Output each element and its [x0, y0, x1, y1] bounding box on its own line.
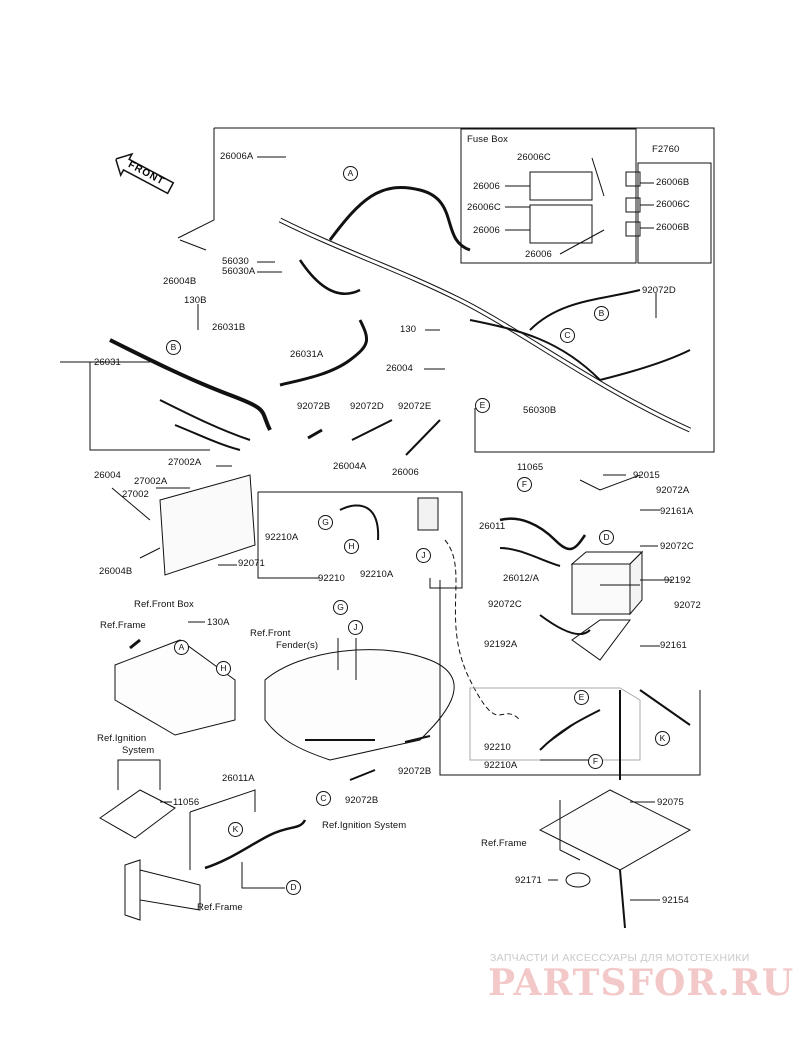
part-label[interactable]: 92210A — [265, 532, 299, 543]
ref-label: Ref.Ignition — [97, 733, 147, 744]
part-label[interactable]: 26004B — [163, 276, 197, 287]
part-label[interactable]: 26006 — [392, 467, 419, 478]
callout-b[interactable]: B — [166, 340, 181, 355]
callout-k[interactable]: K — [228, 822, 243, 837]
part-label[interactable]: 26004B — [99, 566, 133, 577]
part-label[interactable]: 92192 — [664, 575, 691, 586]
part-label[interactable]: 92161A — [660, 506, 694, 517]
watermark-tagline: ЗАПЧАСТИ И АКСЕССУАРЫ ДЛЯ МОТОТЕХНИКИ — [490, 952, 750, 964]
fuse-part-label[interactable]: 26006B — [656, 177, 690, 188]
front-direction-arrow: FRONT — [109, 147, 179, 202]
callout-h[interactable]: H — [344, 539, 359, 554]
part-label[interactable]: 92072C — [660, 541, 694, 552]
part-label[interactable]: 92210 — [318, 573, 345, 584]
part-label[interactable]: 130A — [207, 617, 230, 628]
part-label[interactable]: 92072B — [398, 766, 432, 777]
part-label[interactable]: 92210A — [484, 760, 518, 771]
ref-label: Fender(s) — [276, 640, 319, 651]
part-label[interactable]: 92072B — [297, 401, 331, 412]
part-label[interactable]: 92072E — [398, 401, 432, 412]
callout-j[interactable]: J — [416, 548, 431, 563]
diagram-code: F2760 — [652, 144, 680, 155]
ref-label: Ref.Frame — [197, 902, 243, 913]
part-label[interactable]: 130B — [184, 295, 207, 306]
part-label[interactable]: 130 — [400, 324, 417, 335]
callout-d[interactable]: D — [599, 530, 614, 545]
part-label[interactable]: 27002A — [168, 457, 202, 468]
callout-a[interactable]: A — [174, 640, 189, 655]
part-label[interactable]: 92072B — [345, 795, 379, 806]
callout-g[interactable]: G — [318, 515, 333, 530]
part-label[interactable]: 26004A — [333, 461, 367, 472]
part-label[interactable]: 26004 — [94, 470, 121, 481]
fuse-part-label[interactable]: 26006C — [656, 199, 690, 210]
callout-g[interactable]: G — [333, 600, 348, 615]
part-label[interactable]: 56030B — [523, 405, 557, 416]
part-label[interactable]: 26011A — [222, 773, 255, 784]
part-label[interactable]: 92154 — [662, 895, 689, 906]
part-label[interactable]: 92171 — [515, 875, 542, 886]
watermark-logo: PARTSFOR.RU — [488, 962, 795, 1004]
part-label[interactable]: 27002A — [134, 476, 168, 487]
ref-label: Ref.Frame — [481, 838, 527, 849]
part-label[interactable]: 92192A — [484, 639, 518, 650]
part-label[interactable]: 92072A — [656, 485, 690, 496]
fuse-part-label[interactable]: 26006 — [473, 225, 500, 236]
part-label[interactable]: 26004 — [386, 363, 413, 374]
callout-a[interactable]: A — [343, 166, 358, 181]
part-label[interactable]: 92161 — [660, 640, 687, 651]
callout-k[interactable]: K — [655, 731, 670, 746]
part-label[interactable]: 26031B — [212, 322, 246, 333]
ref-label: Ref.Front Box — [134, 599, 194, 610]
fuse-part-label[interactable]: 26006 — [473, 181, 500, 192]
part-label[interactable]: 26011 — [479, 521, 506, 532]
fuse-box-title: Fuse Box — [467, 134, 508, 145]
part-label[interactable]: 26006A — [220, 151, 254, 162]
callout-c[interactable]: C — [560, 328, 575, 343]
part-label[interactable]: 92072 — [674, 600, 701, 611]
ref-label: Ref.Ignition System — [322, 820, 407, 831]
fuse-part-label[interactable]: 26006 — [525, 249, 552, 260]
callout-f[interactable]: F — [517, 477, 532, 492]
ref-label: System — [122, 745, 155, 756]
part-label[interactable]: 92015 — [633, 470, 660, 481]
callout-f[interactable]: F — [588, 754, 603, 769]
callout-j[interactable]: J — [348, 620, 363, 635]
ref-label: Ref.Frame — [100, 620, 146, 631]
callout-c[interactable]: C — [316, 791, 331, 806]
part-label[interactable]: 56030 — [222, 256, 249, 267]
part-label[interactable]: 92075 — [657, 797, 684, 808]
ref-label: Ref.Front — [250, 628, 291, 639]
part-label[interactable]: 92071 — [238, 558, 265, 569]
callout-e[interactable]: E — [574, 690, 589, 705]
part-label[interactable]: 27002 — [122, 489, 149, 500]
callout-e[interactable]: E — [475, 398, 490, 413]
fuse-part-label[interactable]: 26006C — [467, 202, 501, 213]
part-label[interactable]: 26031A — [290, 349, 324, 360]
callout-d[interactable]: D — [286, 880, 301, 895]
part-label[interactable]: 26031 — [94, 357, 121, 368]
part-label[interactable]: 92210 — [484, 742, 511, 753]
part-label[interactable]: 92210A — [360, 569, 394, 580]
part-label[interactable]: 56030A — [222, 266, 256, 277]
part-label[interactable]: 92072C — [488, 599, 522, 610]
callout-h[interactable]: H — [216, 661, 231, 676]
fuse-part-label[interactable]: 26006C — [517, 152, 551, 163]
part-label[interactable]: 11056 — [173, 797, 200, 808]
callout-b[interactable]: B — [594, 306, 609, 321]
fuse-part-label[interactable]: 26006B — [656, 222, 690, 233]
part-label[interactable]: 92072D — [642, 285, 676, 296]
part-label[interactable]: 92072D — [350, 401, 384, 412]
part-label[interactable]: 26012/A — [503, 573, 540, 584]
part-label[interactable]: 11065 — [517, 462, 544, 473]
